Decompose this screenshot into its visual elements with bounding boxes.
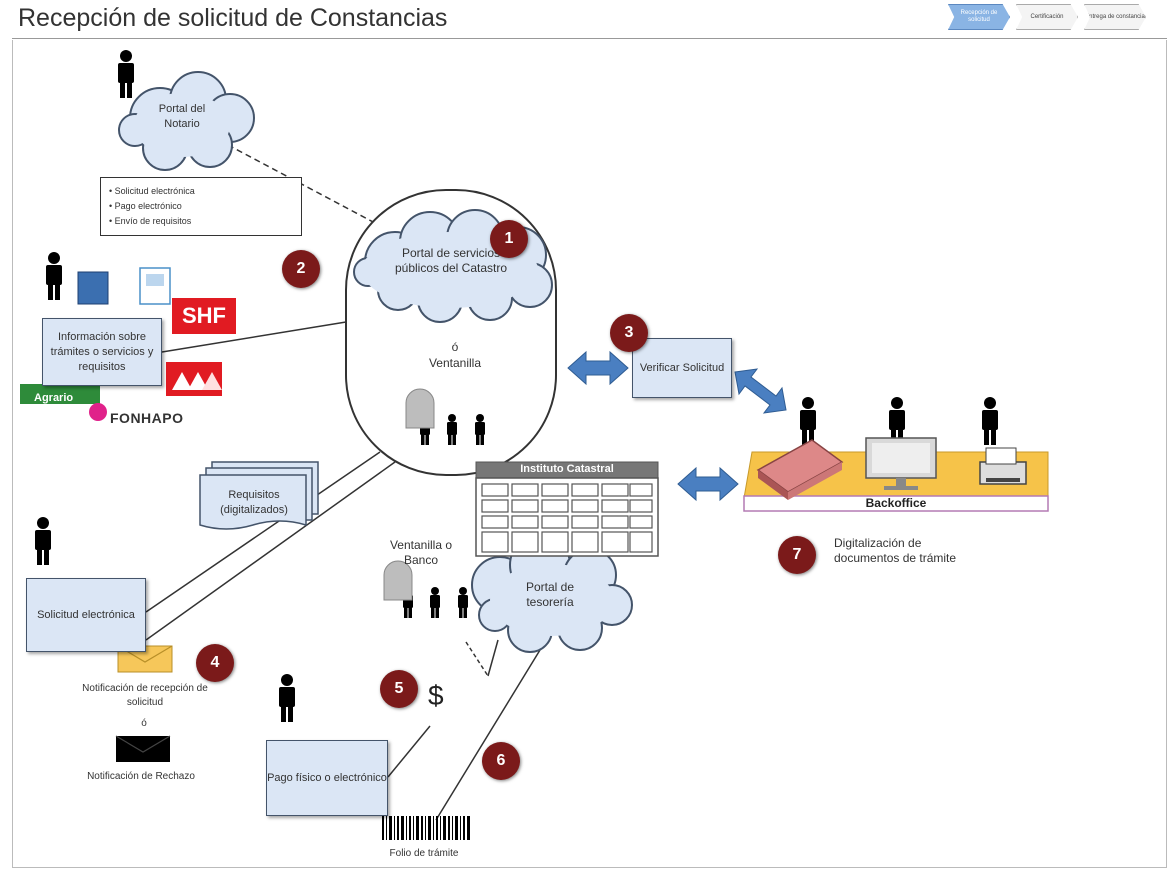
computer-monitor-icon <box>865 437 937 490</box>
list-item: Pago electrónico <box>109 199 293 214</box>
logo-image-agrario <box>20 384 100 404</box>
verify-request-box[interactable]: Verificar Solicitud <box>632 338 732 398</box>
logo-agrario-text: Agrario <box>34 392 74 404</box>
person-icon-citizen-info <box>46 252 62 300</box>
person-icon-notary <box>118 50 134 98</box>
process-step-certification[interactable]: Certificación <box>1016 4 1078 30</box>
ventanilla-bank-label: Ventanilla o Banco <box>389 538 453 567</box>
alternative-or-label: ó <box>451 340 459 354</box>
step-1-badge: 1 <box>490 220 528 258</box>
agency-logo-images <box>20 267 222 421</box>
process-step-reception[interactable]: Recepción de solicitud <box>948 4 1010 30</box>
connector-folio-treasury <box>435 649 541 821</box>
backoffice-label: Backoffice <box>865 496 927 510</box>
list-item: Solicitud electrónica <box>109 184 293 199</box>
notification-receipt-label: Notificación de recepción de solicitud <box>82 683 208 708</box>
payment-box[interactable]: Pago físico o electrónico <box>266 740 388 816</box>
logo-fonhapo: FONHAPO <box>110 410 184 426</box>
step-7-badge: 7 <box>778 536 816 574</box>
info-requirements-box[interactable]: Información sobre trámites o servicios y… <box>42 318 162 386</box>
logo-shf: SHF <box>172 298 236 334</box>
person-icon-citizen-request <box>35 517 51 565</box>
ventanilla-counter-icon <box>405 388 435 429</box>
notification-or-label: ó <box>141 718 147 729</box>
list-item: Envío de requisitos <box>109 214 293 229</box>
person-icon-staff-1 <box>800 397 816 445</box>
step-5-badge: 5 <box>380 670 418 708</box>
barcode-icon <box>382 816 470 840</box>
digitalization-label: Digitalización de documentos de trámite <box>834 536 957 565</box>
dashed-connector-notary <box>227 144 393 233</box>
connector-request-portal-a <box>145 451 381 613</box>
step-4-badge: 4 <box>196 644 234 682</box>
folio-label: Folio de trámite <box>389 848 459 859</box>
diagram-frame <box>12 40 1167 868</box>
notification-reject-label: Notificación de Rechazo <box>87 771 195 782</box>
header-divider <box>12 38 1167 39</box>
logo-image-fonhapo-mark <box>89 403 107 421</box>
treasury-portal-label[interactable]: Portal de tesorería <box>525 580 575 609</box>
notary-portal-label[interactable]: Portal del Notario <box>158 103 206 130</box>
requirements-label: Requisitos (digitalizados) <box>220 489 288 516</box>
envelope-reject-icon <box>115 735 171 762</box>
scanner-icon <box>756 439 844 500</box>
arrow-portal-verify-icon <box>567 350 629 386</box>
public-portal-label[interactable]: Portal de servicios públicos del Catastr… <box>394 246 508 275</box>
logo-image-1 <box>77 271 109 305</box>
connector-treasury-dollar <box>487 639 499 677</box>
printer-icon <box>979 447 1027 485</box>
step-3-badge: 3 <box>610 314 648 352</box>
institute-building-icon <box>475 461 659 557</box>
connector-request-portal-b <box>145 461 396 641</box>
dashed-connector-treasury <box>465 641 489 677</box>
page-title: Recepción de solicitud de Constancias <box>18 4 448 32</box>
dollar-sign-icon: $ <box>428 680 444 711</box>
person-icon-bank-2 <box>430 587 440 618</box>
notary-services-list: Solicitud electrónica Pago electrónico E… <box>100 177 302 236</box>
person-icon-bank-3 <box>458 587 468 618</box>
ventanilla-label: Ventanilla <box>428 356 482 370</box>
step-2-badge: 2 <box>282 250 320 288</box>
connector-info-portal <box>161 321 347 353</box>
arrow-institute-backoffice-icon <box>677 466 739 502</box>
arrow-verify-backoffice-icon <box>734 368 787 414</box>
person-icon-citizen-payment <box>279 674 295 722</box>
bank-counter-icon <box>383 560 413 601</box>
backoffice-label-bar <box>743 495 1049 512</box>
person-icon-staff-3 <box>982 397 998 445</box>
process-step-delivery[interactable]: Entrega de constancia <box>1084 4 1146 30</box>
step-6-badge: 6 <box>482 742 520 780</box>
connector-payment-dollar <box>387 725 431 778</box>
institute-label: Instituto Catastral <box>520 463 614 475</box>
electronic-request-box[interactable]: Solicitud electrónica <box>26 578 146 652</box>
requirements-docs <box>199 461 319 530</box>
logo-image-2-inner <box>146 274 164 286</box>
process-steps: Recepción de solicitud Certificación Ent… <box>948 4 1146 30</box>
